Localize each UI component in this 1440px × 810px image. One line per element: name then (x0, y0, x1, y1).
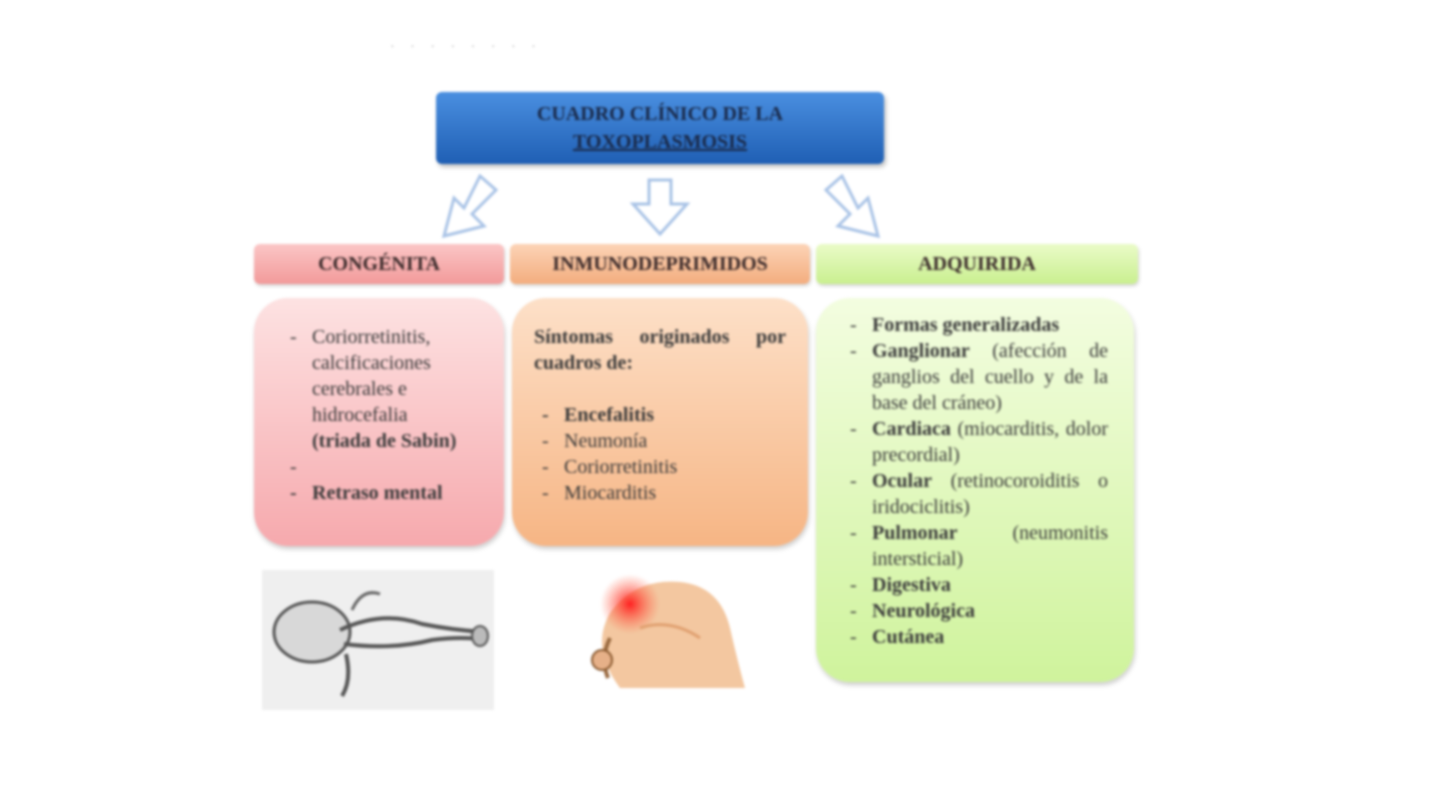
list-item: Miocarditis (534, 480, 786, 506)
list-item: Neurológica (842, 598, 1108, 624)
arrow-down-right-icon (823, 173, 881, 239)
list-item: Ocular (retinocoroiditis o iridociclitis… (842, 468, 1108, 520)
header-adquirida: ADQUIRIDA (816, 244, 1138, 284)
list-item: Encefalitis (534, 402, 786, 428)
panel-adquirida: Formas generalizadas Ganglionar (afecció… (816, 298, 1134, 682)
panel-inmunodeprimidos: Síntomas originados por cuadros de: Ence… (512, 298, 808, 546)
head-illustration (591, 574, 745, 688)
title-box: CUADRO CLÍNICO DE LA TOXOPLASMOSIS (436, 92, 884, 164)
list-item: Digestiva (842, 572, 1108, 598)
header-inmunodeprimidos: INMUNODEPRIMIDOS (510, 244, 810, 284)
infant-illustration (262, 570, 494, 710)
arrow-down-left-icon (441, 173, 499, 239)
panel-intro: Síntomas originados por cuadros de: (534, 326, 786, 374)
arrow-down-icon (629, 178, 691, 237)
list-item: Formas generalizadas (842, 312, 1108, 338)
header-congenita: CONGÉNITA (254, 244, 504, 284)
spacer (282, 454, 476, 480)
title-line-2: TOXOPLASMOSIS (572, 131, 748, 153)
list-item: Neumonía (534, 428, 786, 454)
list-item: Retraso mental (282, 480, 476, 506)
panel-congenita: Coriorretinitis, calcificaciones cerebra… (254, 298, 504, 546)
list-item: Coriorretinitis, calcificaciones cerebra… (282, 324, 476, 454)
list-item: Cutánea (842, 624, 1108, 650)
faint-header-text: · · · · · · · · (390, 40, 542, 55)
list-item: Cardiaca (miocarditis, dolor precordial) (842, 416, 1108, 468)
list-item: Pulmonar (neumonitis intersticial) (842, 520, 1108, 572)
list-item: Coriorretinitis (534, 454, 786, 480)
list-item: Ganglionar (afección de ganglios del cue… (842, 338, 1108, 416)
title-line-1: CUADRO CLÍNICO DE LA (536, 103, 784, 125)
